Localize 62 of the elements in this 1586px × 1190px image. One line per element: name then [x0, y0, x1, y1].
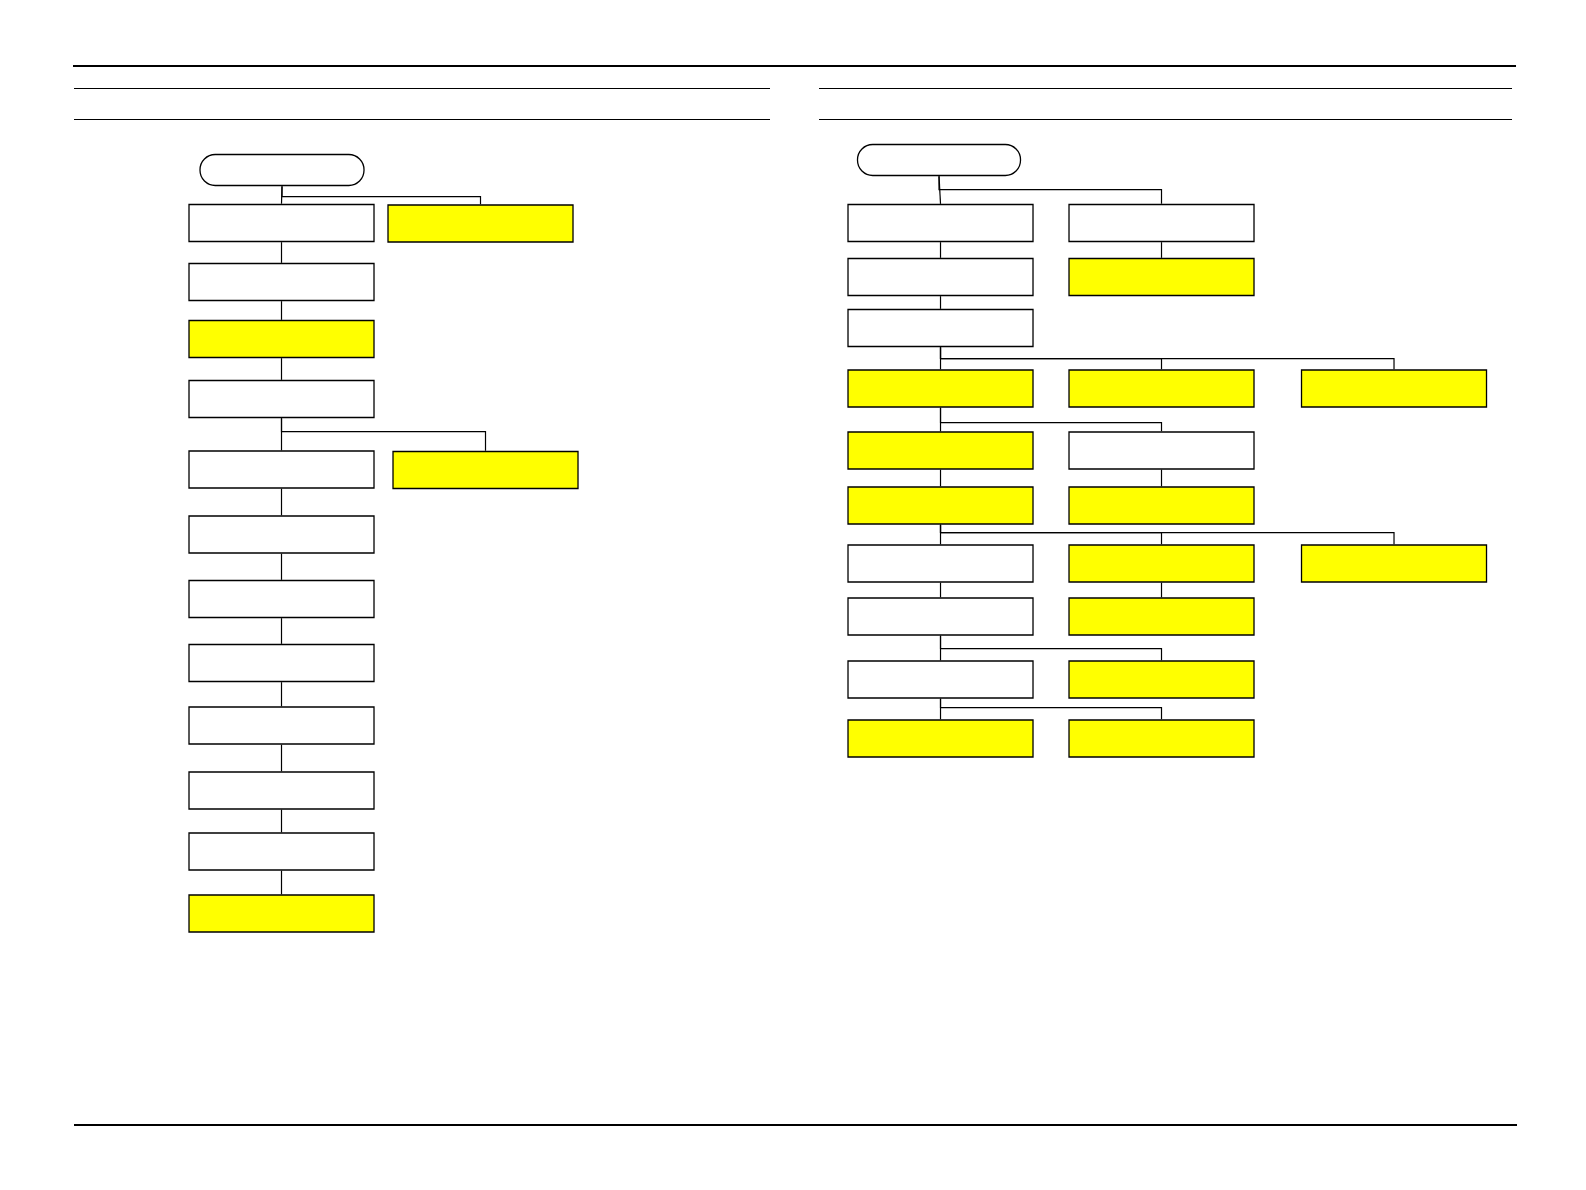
process-box [1068, 203, 1255, 243]
connector-line [280, 357, 283, 381]
process-box [1068, 597, 1255, 636]
process-box [847, 308, 1034, 348]
process-box [847, 597, 1034, 636]
process-box [188, 894, 375, 933]
connector-line [280, 870, 283, 895]
process-box [188, 515, 375, 554]
connector-line [939, 295, 942, 310]
process-box [1068, 544, 1255, 583]
process-box [188, 450, 375, 489]
process-box [188, 262, 375, 302]
connector-line [1160, 582, 1163, 598]
connector-line [939, 407, 1163, 432]
process-box [188, 319, 375, 359]
process-box [1300, 544, 1488, 583]
process-box [1068, 431, 1255, 470]
connector-line [280, 553, 283, 581]
process-box [847, 544, 1034, 583]
process-box [1068, 369, 1255, 408]
connector-line [280, 681, 283, 707]
process-box [1300, 369, 1488, 408]
connector-line [939, 635, 1163, 661]
process-box [188, 379, 375, 419]
terminator-box [856, 143, 1022, 177]
process-box [188, 706, 375, 745]
process-box [392, 450, 579, 490]
connector-line [939, 241, 942, 259]
connector-line [1160, 469, 1163, 487]
process-box [847, 431, 1034, 470]
connector-line [281, 185, 482, 205]
connector-line [280, 809, 283, 833]
connector-line [280, 241, 283, 264]
process-box [188, 203, 375, 243]
process-box [847, 203, 1034, 243]
process-box [387, 204, 574, 243]
connector-line [939, 582, 942, 598]
connector-line [939, 346, 1395, 370]
process-box [1068, 719, 1255, 758]
connector-line [939, 469, 942, 487]
process-box [1068, 257, 1255, 297]
process-box [188, 832, 375, 871]
process-box [847, 719, 1034, 758]
connector-line [1160, 241, 1163, 259]
connector-line [939, 698, 1163, 720]
connector-line [280, 417, 487, 452]
process-box [188, 579, 375, 619]
connector-line [280, 300, 283, 321]
process-box [847, 257, 1034, 297]
process-box [1068, 660, 1255, 699]
connector-line [280, 488, 283, 516]
process-box [188, 643, 375, 683]
connector-line [939, 524, 1395, 545]
connector-line [938, 175, 1163, 205]
connector-line [280, 744, 283, 772]
process-box [847, 486, 1034, 525]
process-box [847, 660, 1034, 699]
process-box [188, 771, 375, 810]
terminator-box [199, 153, 365, 187]
connector-line [280, 617, 283, 645]
process-box [1068, 486, 1255, 525]
process-box [847, 369, 1034, 408]
